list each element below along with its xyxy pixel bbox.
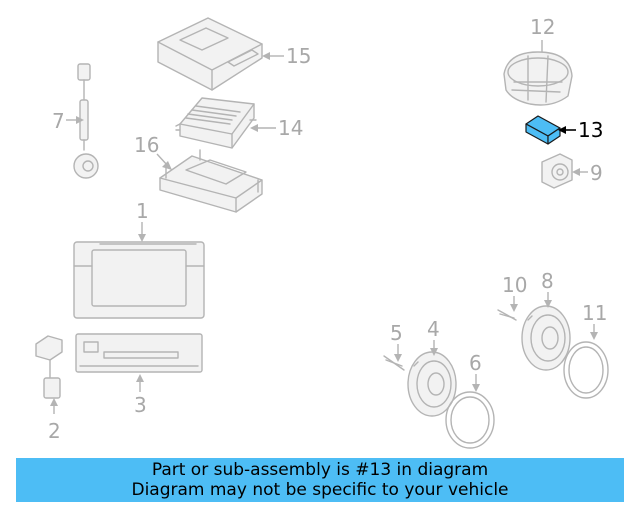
part-16-bracket [159,149,263,213]
arrow-13 [558,126,566,134]
info-banner: Part or sub-assembly is #13 in diagram D… [16,458,624,502]
part-1-display [73,241,205,319]
banner-line-2: Diagram may not be specific to your vehi… [131,480,509,500]
banner-line-1: Part or sub-assembly is #13 in diagram [151,460,489,480]
callout-15: 15 [286,44,311,68]
part-12-subwoofer [503,51,573,106]
callout-1: 1 [136,199,149,223]
arrow-3 [136,374,144,382]
part-6-ring [445,391,495,449]
arrow-8 [544,300,552,308]
callout-13: 13 [578,118,603,142]
arrow-7 [76,116,84,124]
part-3-panel [75,333,203,373]
callout-8: 8 [541,269,554,293]
arrow-10 [510,304,518,312]
part-11-ring [563,341,609,399]
callout-2: 2 [48,419,61,443]
part-5-screw [383,355,405,371]
callout-14: 14 [278,116,303,140]
arrow-14 [250,124,258,132]
callout-16: 16 [134,133,159,157]
part-7-cable [73,63,99,179]
part-10-screw [497,309,517,321]
arrow-2 [50,398,58,406]
callout-4: 4 [427,317,440,341]
part-2-usb [35,335,63,399]
arrow-16 [162,161,172,170]
callout-12: 12 [530,15,555,39]
callout-3: 3 [134,393,147,417]
arrow-9 [572,168,580,176]
arrow-5 [394,354,402,362]
part-8-speaker [521,305,571,371]
callout-5: 5 [390,321,403,345]
part-13-highlighted [525,115,561,145]
part-15-cover [157,17,263,91]
part-9-tweeter [541,153,573,189]
callout-10: 10 [502,273,527,297]
callout-11: 11 [582,301,607,325]
arrow-15 [262,52,270,60]
arrow-11 [590,332,598,340]
callout-6: 6 [469,351,482,375]
callout-7: 7 [52,109,65,133]
part-14-amplifier [175,97,257,149]
arrow-4 [430,348,438,356]
arrow-1 [138,234,146,242]
callout-9: 9 [590,161,603,185]
arrow-6 [472,384,480,392]
